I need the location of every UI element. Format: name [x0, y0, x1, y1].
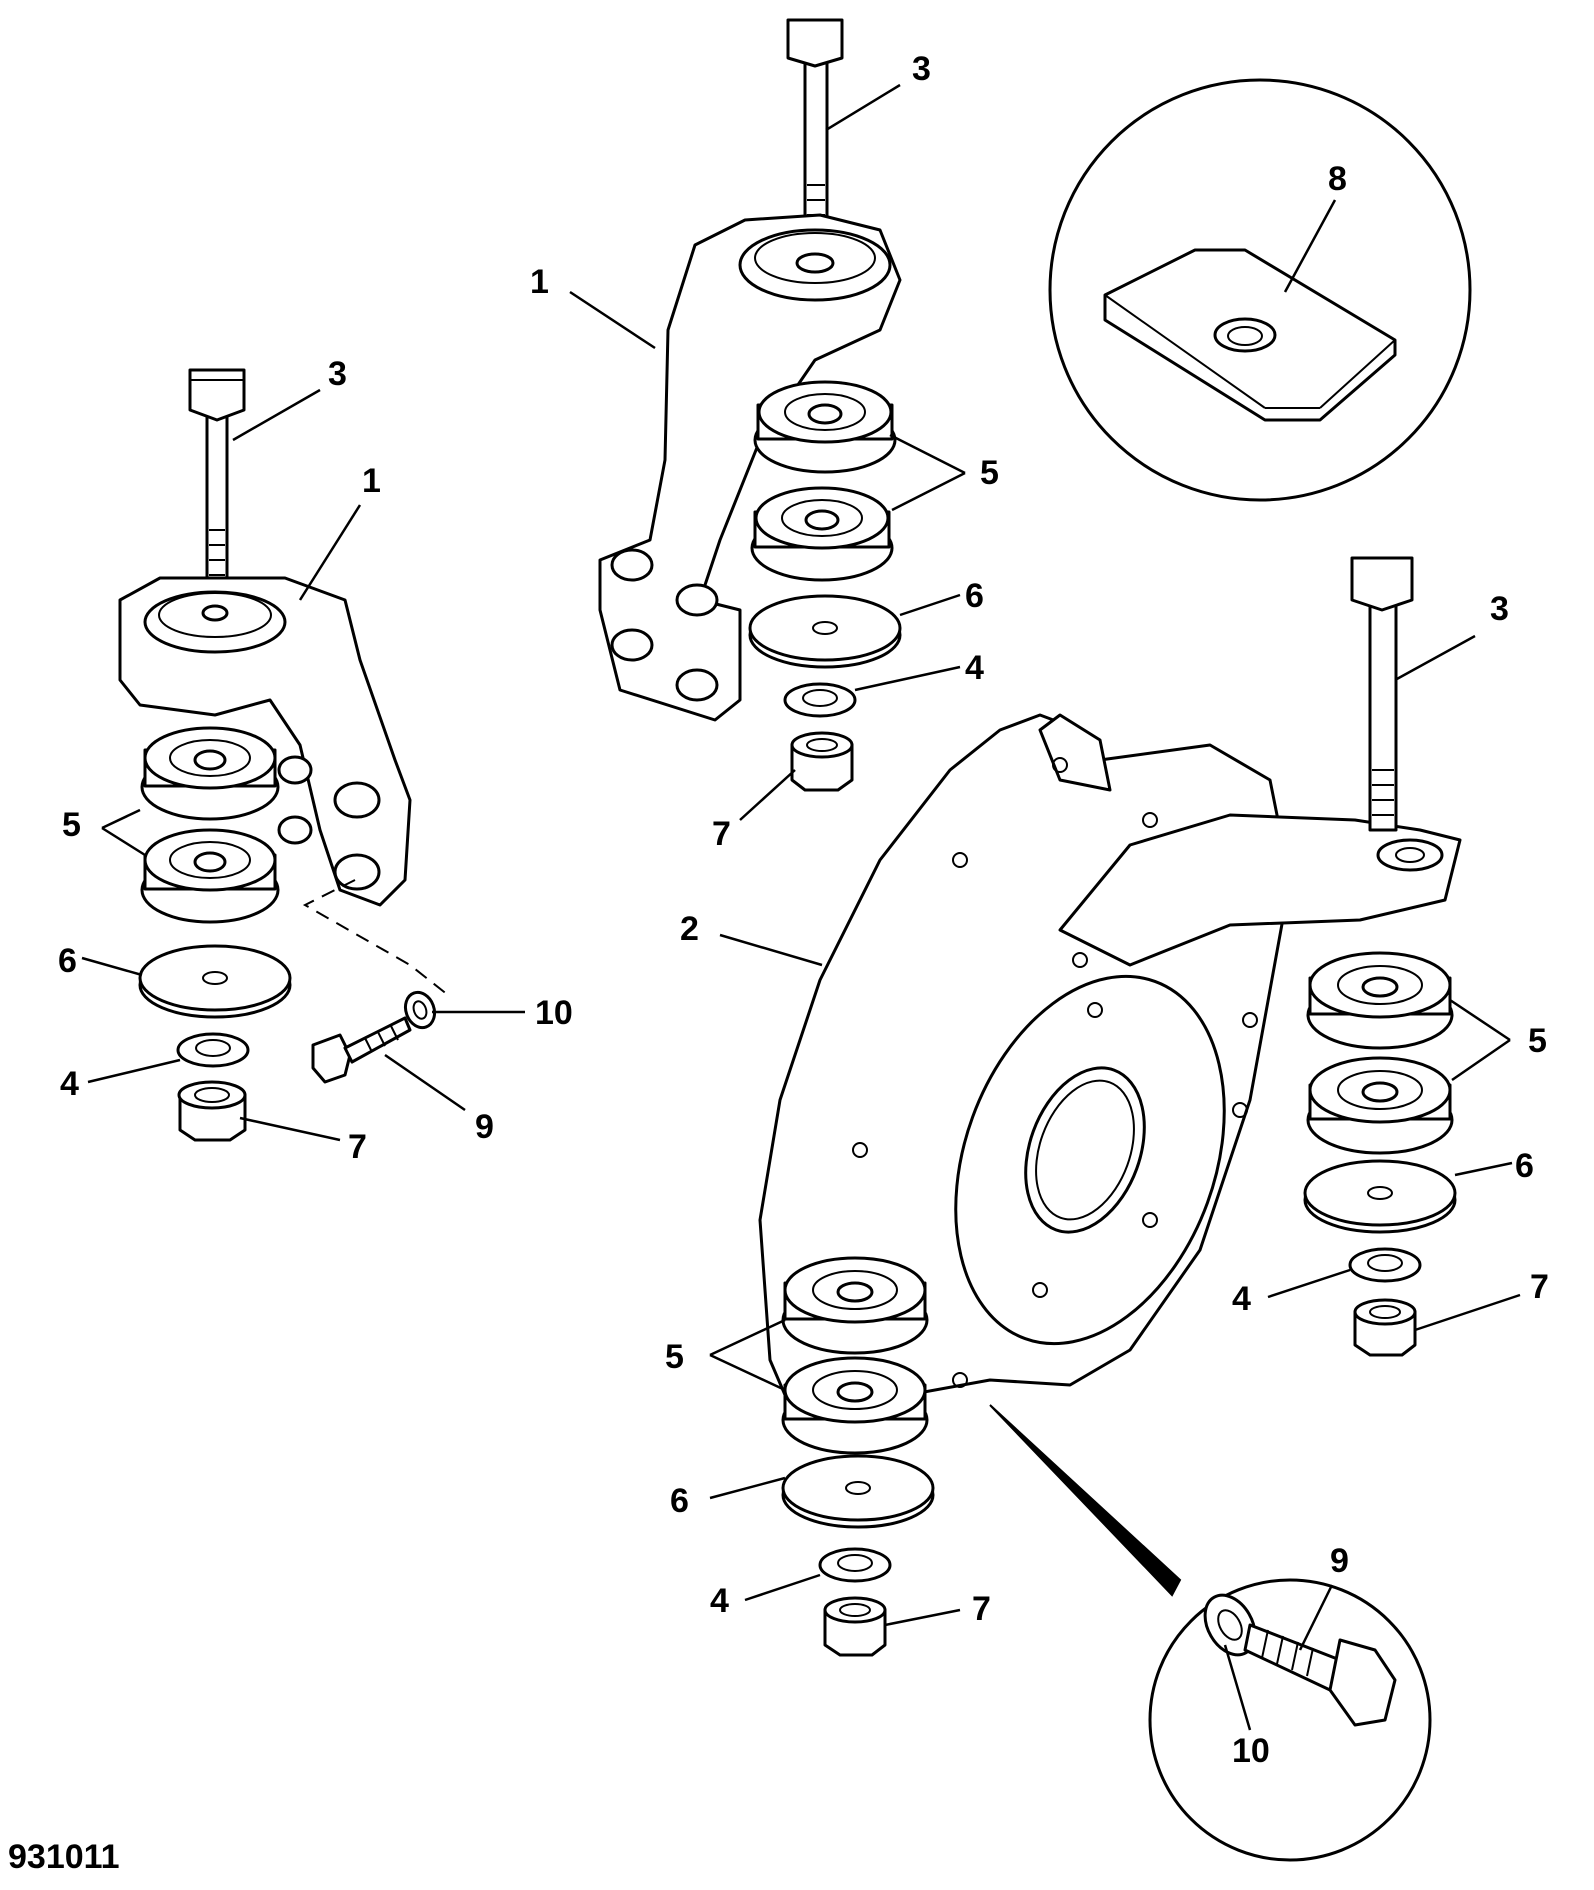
top-washer [783, 682, 857, 718]
callout-left-bracket: 1 [362, 462, 381, 500]
callout-left-setscrew: 9 [475, 1108, 494, 1146]
left-bracket [118, 576, 412, 907]
callout-labels: 3 1 5 6 4 7 9 10 3 1 5 6 4 7 8 2 3 5 6 4… [58, 50, 1549, 1770]
top-nut [790, 731, 854, 792]
callout-top-nut: 7 [712, 815, 731, 853]
callout-right-plate: 6 [1515, 1147, 1534, 1185]
callout-inset-washer: 10 [1232, 1732, 1270, 1770]
inset-setscrew-detail [989, 1404, 1432, 1862]
left-plate [138, 944, 292, 1019]
drawing-number: 931011 [8, 1838, 120, 1876]
callout-right-nut: 7 [1530, 1268, 1549, 1306]
top-plate [748, 594, 902, 669]
left-nut [177, 1080, 247, 1142]
callout-right-bush: 5 [1528, 1022, 1547, 1060]
right-bush-upper [1306, 951, 1454, 1050]
callout-top-washer: 4 [965, 649, 984, 687]
right-mount-assembly [1303, 556, 1457, 1357]
callout-left-washer: 4 [60, 1065, 79, 1103]
top-mount-assembly [598, 18, 902, 792]
callout-right-bolt: 3 [1490, 590, 1509, 628]
bottom-mount-assembly [781, 1256, 935, 1657]
left-setscrew [311, 1016, 412, 1084]
left-bush-lower [140, 828, 280, 924]
callout-inset-setscrew: 9 [1330, 1542, 1349, 1580]
top-bolt [786, 18, 844, 244]
callout-bottom-washer: 4 [710, 1582, 729, 1620]
top-bush-lower [750, 486, 894, 582]
right-bush-lower [1306, 1056, 1454, 1155]
bottom-washer [818, 1547, 892, 1583]
left-bolt [188, 368, 246, 589]
right-washer [1348, 1247, 1422, 1283]
callout-inset-plate: 8 [1328, 160, 1347, 198]
callout-housing: 2 [680, 910, 699, 948]
left-bush-upper [140, 726, 280, 821]
right-nut [1353, 1298, 1417, 1357]
bottom-nut [823, 1596, 887, 1657]
callout-top-bolt: 3 [912, 50, 931, 88]
callout-right-washer: 4 [1232, 1280, 1251, 1318]
left-washer [176, 1032, 250, 1068]
flywheel-housing [758, 713, 1462, 1432]
callout-left-plate: 6 [58, 942, 77, 980]
callout-top-plate: 6 [965, 577, 984, 615]
callout-bottom-plate: 6 [670, 1482, 689, 1520]
callout-top-bracket: 1 [530, 263, 549, 301]
right-plate [1303, 1159, 1457, 1234]
callout-top-bush: 5 [980, 454, 999, 492]
inset-pointer [989, 1404, 1182, 1597]
leader-lines [81, 83, 1521, 1731]
top-bracket [598, 213, 902, 722]
callout-left-bolt: 3 [328, 355, 347, 393]
callout-left-bush: 5 [62, 806, 81, 844]
callout-bottom-nut: 7 [972, 1590, 991, 1628]
callout-bottom-bush: 5 [665, 1338, 684, 1376]
left-spring-washer [403, 990, 437, 1030]
bottom-bush-upper [781, 1256, 929, 1355]
left-mount-assembly [118, 368, 449, 1142]
bottom-bush-lower [781, 1356, 929, 1455]
top-bush-upper [753, 380, 897, 474]
right-bolt [1350, 556, 1414, 832]
callout-left-nut: 7 [348, 1128, 367, 1166]
bottom-plate [781, 1454, 935, 1529]
inset-tapped-plate [1048, 78, 1472, 502]
callout-left-spring-washer: 10 [535, 994, 573, 1032]
